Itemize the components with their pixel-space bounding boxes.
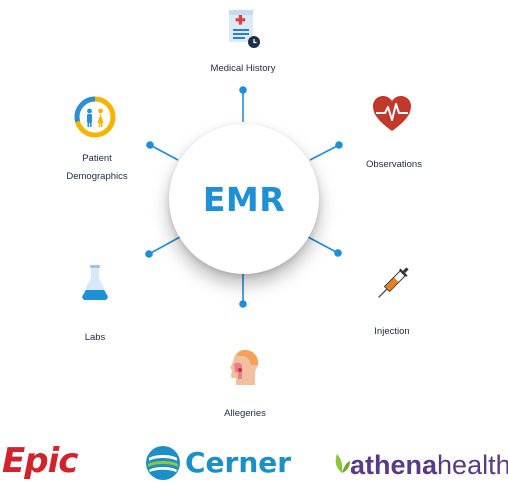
- connector-dot-medical-history: [239, 86, 247, 94]
- medical-history-label: Medical History: [210, 63, 276, 74]
- connector-injection: [307, 236, 339, 254]
- heartbeat-icon: [372, 95, 412, 138]
- allergies-label: Allegeries: [224, 408, 266, 419]
- demographics-icon: [74, 96, 116, 143]
- epic-logo: Epic: [2, 441, 78, 481]
- connector-dot-demographics: [146, 141, 154, 149]
- connector-dot-allergies: [239, 300, 247, 308]
- connector-demographics: [149, 144, 179, 161]
- allergy-head-icon: [228, 348, 262, 393]
- flask-icon: [80, 264, 110, 307]
- athenahealth-logo: athenahealth: [350, 449, 508, 481]
- observations-label: Observations: [366, 159, 422, 170]
- syringe-icon: [372, 264, 412, 309]
- athena-logo-prefix: athena: [350, 450, 438, 480]
- connector-dot-injection: [334, 249, 342, 257]
- patient-demographics-label: Patient Demographics: [52, 150, 142, 186]
- connector-labs: [148, 236, 181, 255]
- athena-leaf-icon: [333, 452, 351, 479]
- patient-demographics-label-line2: Demographics: [66, 171, 128, 182]
- athena-logo-suffix: health: [437, 450, 508, 480]
- emr-hub-label: EMR: [202, 179, 286, 219]
- emr-hub: EMR: [169, 124, 319, 274]
- patient-demographics-label-line1: Patient: [82, 153, 112, 164]
- medical-record-icon: [226, 8, 262, 57]
- connector-dot-labs: [145, 250, 153, 258]
- injection-label: Injection: [374, 326, 410, 337]
- connector-observations: [309, 144, 340, 161]
- labs-label: Labs: [84, 332, 106, 343]
- connector-dot-observations: [335, 141, 343, 149]
- cerner-logo-text: Cerner: [185, 446, 292, 479]
- cerner-logo-mark: [145, 445, 181, 486]
